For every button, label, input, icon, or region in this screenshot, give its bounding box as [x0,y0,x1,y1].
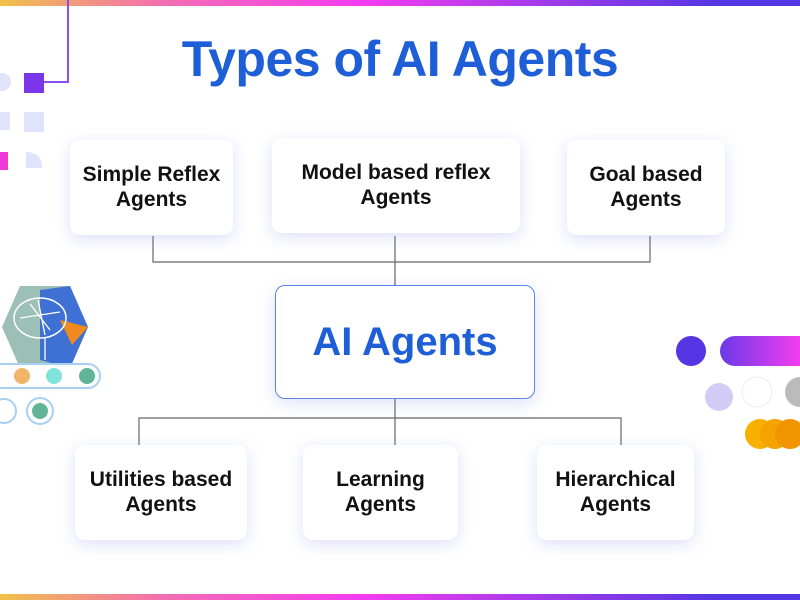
page-title: Types of AI Agents [181,31,619,87]
bottom-gradient-bar [0,594,800,600]
agent-box-goal-based: Goal based Agents [567,140,725,235]
agent-label: Model based reflex Agents [301,161,491,209]
agent-label: Goal based Agents [589,163,703,211]
top-gradient-bar [0,0,800,6]
agent-label: Utilities based Agents [89,468,233,516]
center-label: AI Agents [312,320,498,364]
agent-label: Hierarchical Agents [555,468,676,516]
decorative-circuit [0,0,69,170]
agent-box-learning: Learning Agents [303,445,458,540]
agent-box-utilities-based: Utilities based Agents [75,445,247,540]
decorative-dots-right [676,336,800,449]
agent-label: Simple Reflex Agents [82,163,221,211]
agent-box-simple-reflex: Simple Reflex Agents [70,140,233,235]
center-box-ai-agents: AI Agents [275,285,535,399]
agent-box-model-based-reflex: Model based reflex Agents [272,138,520,233]
agent-label: Learning Agents [336,468,425,516]
agent-box-hierarchical: Hierarchical Agents [537,445,694,540]
brain-hexagon-icon [0,286,101,425]
